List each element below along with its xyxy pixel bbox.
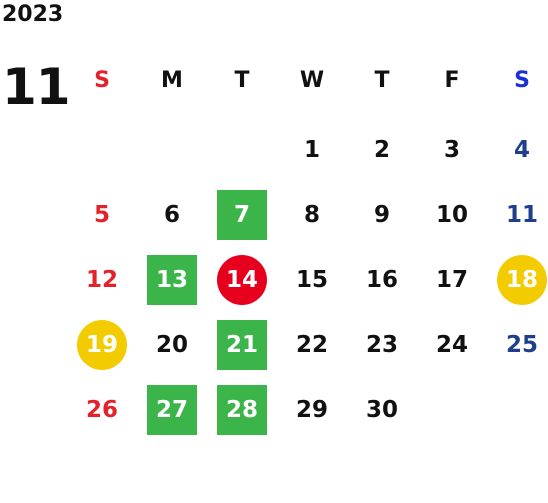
day-number: 26 bbox=[85, 396, 118, 423]
year-label: 2023 bbox=[2, 2, 64, 27]
day-number: 23 bbox=[365, 331, 398, 358]
day-cell[interactable]: 5 bbox=[67, 182, 137, 247]
day-cell[interactable]: 4 bbox=[487, 117, 548, 182]
day-number: 21 bbox=[225, 331, 258, 358]
day-number: 2 bbox=[373, 136, 390, 163]
highlight-circle: 19 bbox=[77, 319, 127, 370]
highlight-square: 27 bbox=[147, 384, 197, 435]
day-cell[interactable]: 21 bbox=[207, 312, 277, 377]
day-cell[interactable]: 7 bbox=[207, 182, 277, 247]
day-cell[interactable]: 20 bbox=[137, 312, 207, 377]
day-cell[interactable]: 6 bbox=[137, 182, 207, 247]
day-cell[interactable]: 30 bbox=[347, 377, 417, 442]
day-number: 14 bbox=[225, 266, 258, 293]
highlight-square: 21 bbox=[217, 319, 267, 370]
month-number: 11 bbox=[2, 58, 71, 116]
day-cell[interactable]: 28 bbox=[207, 377, 277, 442]
highlight-square: 28 bbox=[217, 384, 267, 435]
weekday-header: T bbox=[234, 68, 250, 93]
highlight-square: 7 bbox=[217, 189, 267, 240]
day-number: 13 bbox=[155, 266, 188, 293]
day-cell[interactable]: 8 bbox=[277, 182, 347, 247]
day-cell[interactable]: 2 bbox=[347, 117, 417, 182]
day-number: 18 bbox=[505, 266, 538, 293]
day-cell[interactable]: 26 bbox=[67, 377, 137, 442]
day-cell[interactable]: 22 bbox=[277, 312, 347, 377]
day-number: 11 bbox=[505, 201, 538, 228]
day-number: 9 bbox=[373, 201, 390, 228]
day-cell[interactable]: 14 bbox=[207, 247, 277, 312]
day-number: 30 bbox=[365, 396, 398, 423]
day-cell[interactable]: 17 bbox=[417, 247, 487, 312]
day-number: 28 bbox=[225, 396, 258, 423]
highlight-circle: 18 bbox=[497, 254, 547, 305]
weekday-header: W bbox=[299, 68, 325, 93]
day-number: 27 bbox=[155, 396, 188, 423]
weekday-header: T bbox=[374, 68, 390, 93]
day-number: 22 bbox=[295, 331, 328, 358]
day-cell[interactable]: 18 bbox=[487, 247, 548, 312]
day-cell[interactable]: 13 bbox=[137, 247, 207, 312]
day-cell[interactable]: 9 bbox=[347, 182, 417, 247]
day-number: 16 bbox=[365, 266, 398, 293]
day-number: 7 bbox=[233, 201, 250, 228]
day-number: 6 bbox=[163, 201, 180, 228]
day-cell[interactable]: 11 bbox=[487, 182, 548, 247]
day-cell[interactable]: 15 bbox=[277, 247, 347, 312]
highlight-square: 13 bbox=[147, 254, 197, 305]
day-number: 24 bbox=[435, 331, 468, 358]
day-cell[interactable]: 25 bbox=[487, 312, 548, 377]
weekday-header: F bbox=[444, 68, 460, 93]
day-cell[interactable]: 19 bbox=[67, 312, 137, 377]
day-cell[interactable]: 24 bbox=[417, 312, 487, 377]
day-cell[interactable]: 16 bbox=[347, 247, 417, 312]
day-cell[interactable]: 23 bbox=[347, 312, 417, 377]
day-cell[interactable]: 3 bbox=[417, 117, 487, 182]
day-cell[interactable]: 1 bbox=[277, 117, 347, 182]
day-number: 10 bbox=[435, 201, 468, 228]
day-number: 19 bbox=[85, 331, 118, 358]
day-cell[interactable]: 27 bbox=[137, 377, 207, 442]
weekday-header: S bbox=[514, 68, 530, 93]
day-number: 5 bbox=[93, 201, 110, 228]
day-number: 15 bbox=[295, 266, 328, 293]
day-number: 4 bbox=[513, 136, 530, 163]
day-cell[interactable]: 29 bbox=[277, 377, 347, 442]
day-cell[interactable]: 10 bbox=[417, 182, 487, 247]
day-number: 29 bbox=[295, 396, 328, 423]
day-number: 25 bbox=[505, 331, 538, 358]
weekday-header: S bbox=[94, 68, 110, 93]
highlight-circle: 14 bbox=[217, 254, 267, 305]
day-number: 12 bbox=[85, 266, 118, 293]
day-number: 1 bbox=[303, 136, 320, 163]
weekday-header: M bbox=[161, 68, 183, 93]
day-number: 3 bbox=[443, 136, 460, 163]
day-number: 17 bbox=[435, 266, 468, 293]
day-number: 8 bbox=[303, 201, 320, 228]
day-cell[interactable]: 12 bbox=[67, 247, 137, 312]
day-number: 20 bbox=[155, 331, 188, 358]
